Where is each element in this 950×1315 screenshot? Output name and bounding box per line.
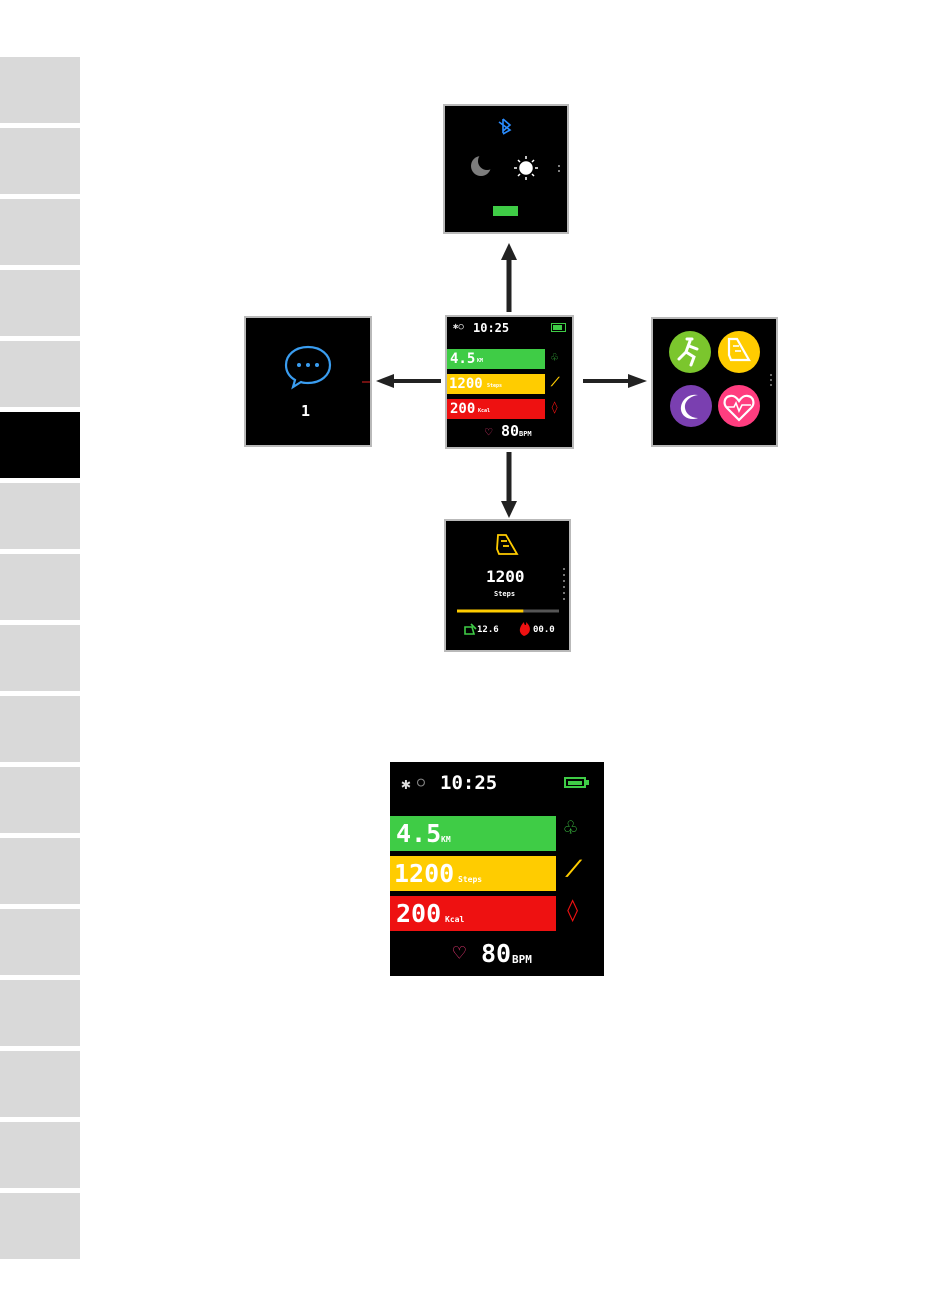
arrow-up (501, 243, 517, 312)
time-label: 10:25 (440, 774, 497, 793)
section-tab[interactable] (0, 1193, 80, 1259)
navigation-arrows (0, 0, 950, 700)
arrow-down (501, 452, 517, 518)
main-watch-face-large: ✱ ○ 10:25 4.5 KM ♧ 1200 Steps ⟋ 200 Kcal… (390, 762, 604, 976)
sync-icon: ○ (417, 776, 425, 789)
steps-unit: Steps (458, 876, 482, 884)
heart-rate-unit: BPM (512, 954, 532, 965)
section-tab[interactable] (0, 1122, 80, 1188)
battery-tip (586, 780, 589, 785)
heart-rate-value: 80 (481, 941, 511, 966)
battery-icon (564, 777, 586, 788)
section-tab[interactable] (0, 838, 80, 904)
steps-value: 1200 (394, 861, 454, 886)
section-tab[interactable] (0, 909, 80, 975)
arrow-left (376, 374, 441, 388)
arrow-right (583, 374, 647, 388)
calories-unit: Kcal (445, 916, 464, 924)
section-tab[interactable] (0, 1051, 80, 1117)
section-tab[interactable] (0, 696, 80, 762)
distance-value: 4.5 (396, 821, 441, 846)
shoe-icon: ⟋ (566, 859, 581, 881)
flame-icon: ◊ (566, 900, 579, 922)
distance-icon: ♧ (564, 818, 577, 840)
distance-unit: KM (441, 836, 451, 844)
calories-value: 200 (396, 901, 441, 926)
heart-icon: ♡ (453, 943, 466, 964)
section-tab[interactable] (0, 980, 80, 1046)
section-tab[interactable] (0, 767, 80, 833)
bluetooth-icon: ✱ (401, 776, 411, 792)
